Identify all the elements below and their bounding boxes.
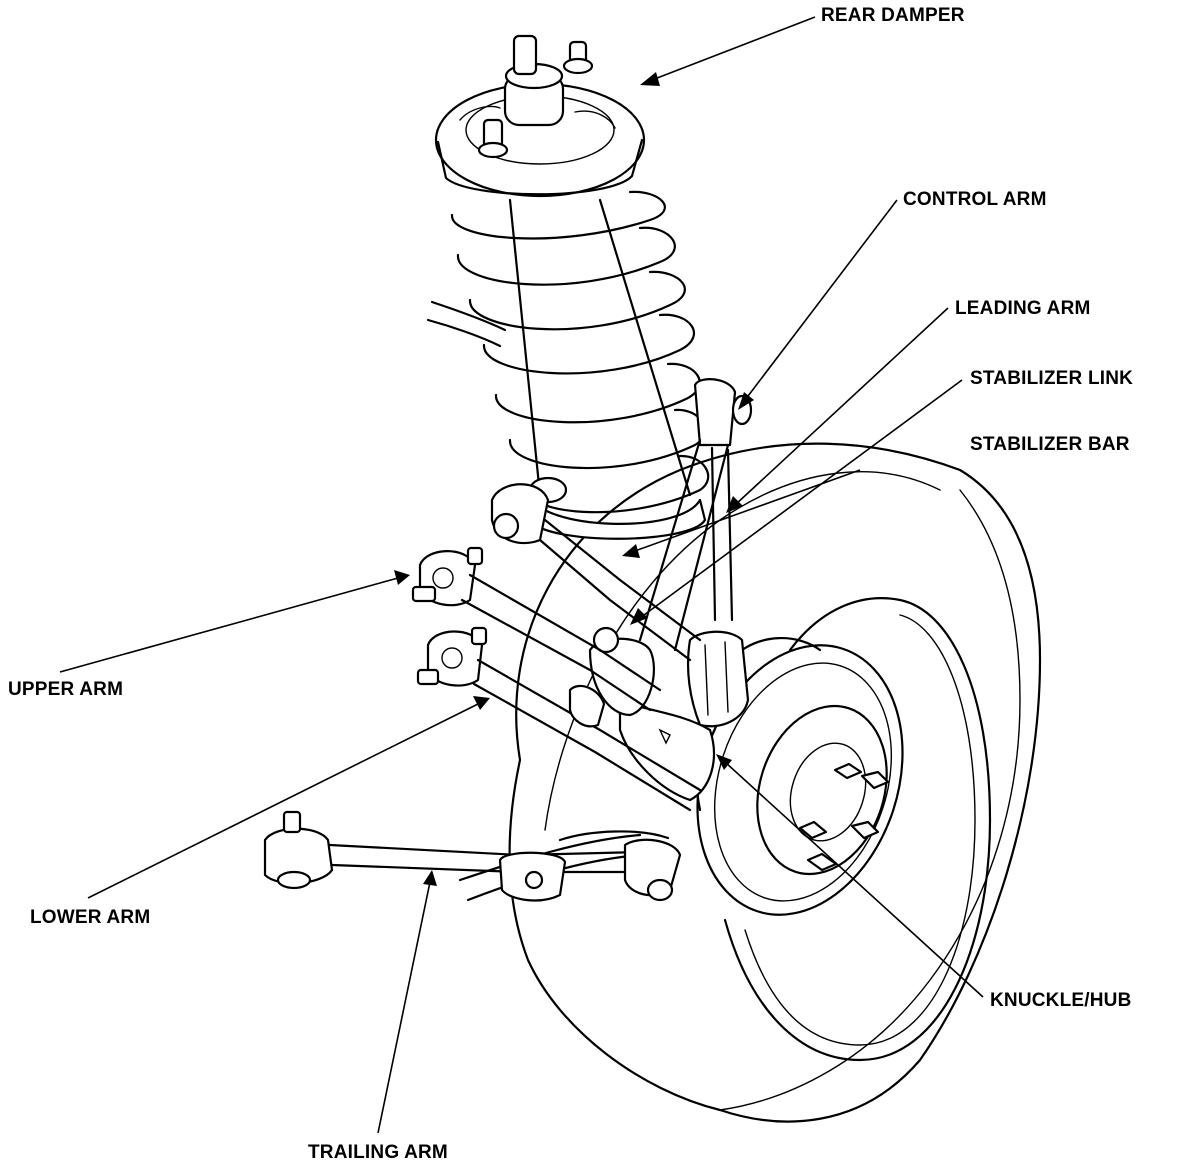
- knuckle: [618, 630, 750, 802]
- leading-arm: [490, 483, 702, 717]
- label-stabilizer-link: STABILIZER LINK: [970, 368, 1134, 389]
- label-control-arm: CONTROL ARM: [903, 189, 1047, 210]
- trailing-arm: [263, 810, 682, 902]
- upper-arm: [411, 546, 662, 712]
- label-stabilizer-bar: STABILIZER BAR: [970, 434, 1130, 455]
- lower-arm: [416, 626, 702, 812]
- wheel-studs: [798, 762, 890, 872]
- label-leading-arm: LEADING ARM: [955, 298, 1091, 319]
- knuckle-hub: [695, 636, 904, 916]
- label-rear-damper: REAR DAMPER: [821, 5, 965, 26]
- control-arm: [638, 378, 753, 652]
- label-upper-arm: UPPER ARM: [8, 679, 124, 700]
- tire: [508, 442, 1042, 1123]
- rear-damper: [434, 34, 710, 540]
- label-lower-arm: LOWER ARM: [30, 907, 151, 928]
- label-trailing-arm: TRAILING ARM: [308, 1142, 448, 1163]
- label-knuckle-hub: KNUCKLE/HUB: [990, 990, 1132, 1011]
- leader-lines: [59, 16, 984, 1134]
